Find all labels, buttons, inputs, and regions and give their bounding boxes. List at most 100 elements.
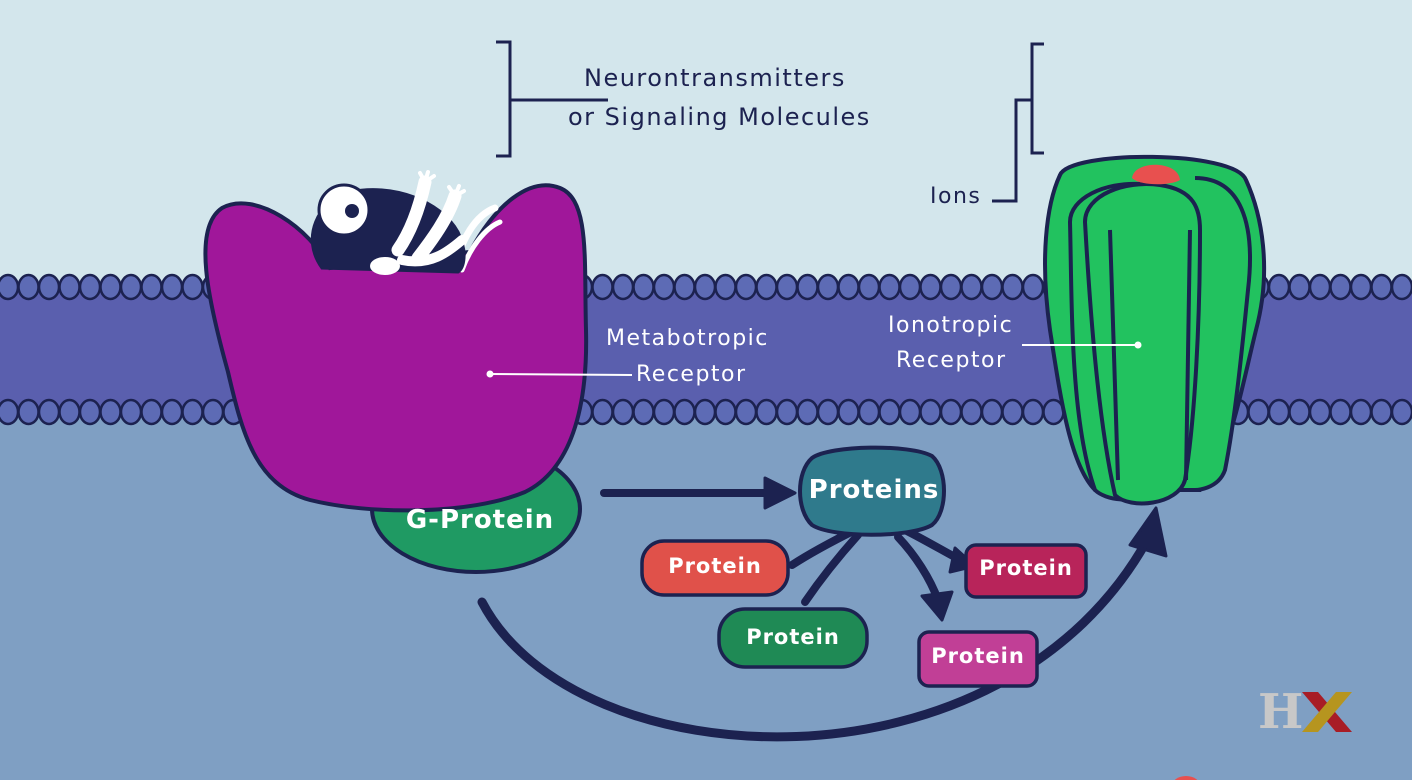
- lipid-head: [1267, 398, 1291, 426]
- neurotransmitter-bracket: [496, 40, 608, 158]
- lipid-head: [140, 273, 163, 301]
- lipid-head: [1370, 398, 1393, 426]
- lipid-head: [1001, 273, 1024, 301]
- lipid-head: [734, 273, 758, 301]
- lipid-head: [714, 398, 737, 426]
- hx-logo-h: H: [1258, 684, 1303, 740]
- lipid-head: [611, 398, 635, 426]
- lipid-head: [755, 398, 778, 426]
- lipid-head: [980, 273, 1004, 301]
- lipid-head: [1390, 273, 1412, 301]
- lipid-head: [611, 273, 635, 301]
- metabotropic-receptor: [203, 183, 589, 513]
- lipid-head: [1308, 273, 1332, 301]
- lipid-head: [673, 273, 696, 301]
- lipid-head: [816, 273, 840, 301]
- lipid-head: [1349, 398, 1373, 426]
- lipid-head: [714, 273, 737, 301]
- lipid-head: [1001, 398, 1024, 426]
- lipid-head: [734, 398, 758, 426]
- ionotropic-pointer-dot: [1134, 341, 1142, 349]
- lipid-head: [816, 398, 840, 426]
- protein-pink-label: Protein: [931, 644, 1025, 668]
- lipid-head: [591, 273, 614, 301]
- protein-green-label: Protein: [746, 625, 840, 649]
- protein-crimson-label: Protein: [979, 556, 1073, 580]
- curved-arrow: [477, 530, 1155, 742]
- lipid-head: [632, 398, 655, 426]
- lipid-head: [99, 398, 122, 426]
- lipid-head: [1308, 398, 1332, 426]
- lipid-head: [837, 273, 860, 301]
- proteins-hub: [798, 445, 946, 537]
- lipid-head: [1288, 273, 1311, 301]
- lipid-head: [1390, 398, 1412, 426]
- lipid-head: [775, 398, 799, 426]
- metabotropic-label-line1: Metabotropic: [606, 326, 769, 351]
- proteins-label: Proteins: [808, 475, 940, 505]
- lipid-head: [919, 273, 942, 301]
- lipid-head: [99, 273, 122, 301]
- ionotropic-label-line1: Ionotropic: [888, 313, 1014, 338]
- lipid-head: [1267, 273, 1291, 301]
- lipid-head: [878, 273, 901, 301]
- lipid-head: [898, 398, 922, 426]
- lipid-head: [796, 398, 819, 426]
- lipid-head: [17, 398, 40, 426]
- lipid-head: [939, 398, 963, 426]
- ions-label: Ions: [930, 184, 982, 209]
- lipid-head: [37, 398, 61, 426]
- metabotropic-pointer-dot: [486, 370, 494, 378]
- lipid-head: [898, 273, 922, 301]
- cartoon-creature-icon: [310, 170, 503, 275]
- protein-pink: [917, 630, 1039, 688]
- lipid-head: [201, 398, 225, 426]
- lipid-head: [140, 398, 163, 426]
- protein-green: [717, 607, 869, 669]
- lipid-head: [0, 273, 20, 301]
- lipid-head: [0, 398, 20, 426]
- lipid-head: [591, 398, 614, 426]
- lipid-head: [1329, 398, 1352, 426]
- lipid-head: [693, 398, 717, 426]
- neurotransmitters-label-line1: Neurontransmitters: [584, 64, 846, 92]
- lipid-head: [17, 273, 40, 301]
- lipid-head: [1021, 273, 1045, 301]
- lipid-head: [755, 273, 778, 301]
- lipid-head: [78, 398, 102, 426]
- lipid-head: [1021, 398, 1045, 426]
- curved-arrow-head: [1128, 506, 1168, 558]
- lipid-head: [58, 273, 81, 301]
- lipid-head: [960, 273, 983, 301]
- lipid-head: [1247, 398, 1270, 426]
- lipid-head: [181, 273, 204, 301]
- lipid-head: [878, 398, 901, 426]
- lipid-head: [119, 273, 143, 301]
- lipid-head: [632, 273, 655, 301]
- lipid-head: [1288, 398, 1311, 426]
- ionotropic-label-line2: Receptor: [896, 348, 1007, 373]
- protein-red: [640, 539, 790, 597]
- lipid-head: [857, 398, 881, 426]
- lipid-head: [119, 398, 143, 426]
- lipid-head: [673, 398, 696, 426]
- lipid-head: [939, 273, 963, 301]
- metabotropic-label-line2: Receptor: [636, 362, 747, 387]
- lipid-head: [160, 398, 184, 426]
- lipid-head: [693, 273, 717, 301]
- hx-logo-icon: [1302, 692, 1352, 732]
- lipid-head: [1349, 273, 1373, 301]
- lipid-head: [58, 398, 81, 426]
- metabotropic-pointer: [489, 373, 633, 376]
- lipid-head: [796, 273, 819, 301]
- partial-red-shape: [1174, 776, 1198, 780]
- lipid-head: [78, 273, 102, 301]
- neurotransmitters-label-line2: or Signaling Molecules: [568, 103, 871, 131]
- lipid-head: [160, 273, 184, 301]
- g-protein-to-proteins-arrow-head: [763, 476, 797, 510]
- lipid-head: [919, 398, 942, 426]
- lipid-head: [980, 398, 1004, 426]
- lipid-head: [1329, 273, 1352, 301]
